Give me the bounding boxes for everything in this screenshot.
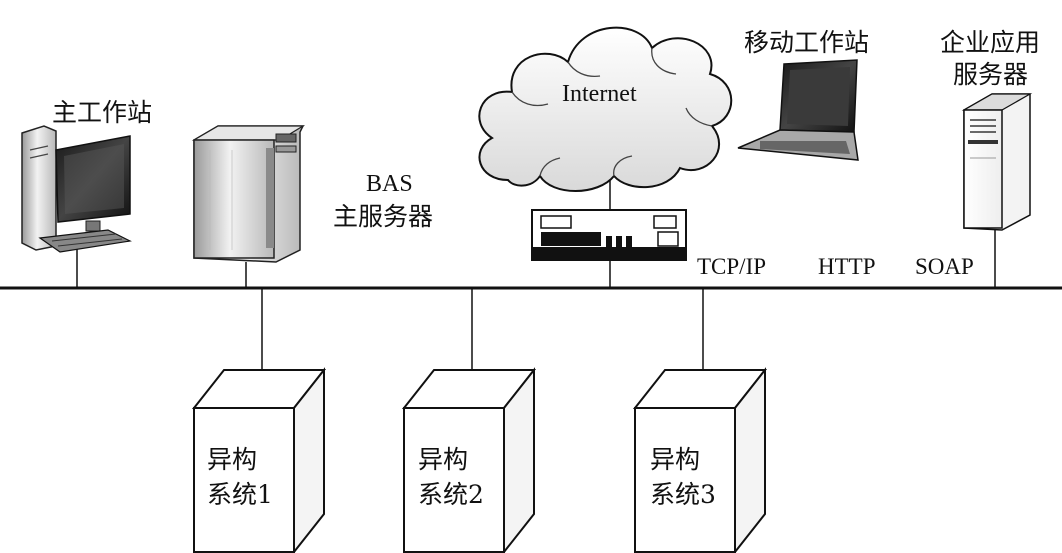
enterprise-server-label-line2: 服务器: [953, 60, 1029, 89]
system-2-label-line1: 异构: [418, 445, 469, 474]
enterprise-server-label-line1: 企业应用: [940, 28, 1041, 57]
bas-server-label-line1: BAS: [366, 171, 413, 197]
heterogeneous-system-3-box: [632, 367, 768, 553]
internet-label: Internet: [562, 81, 637, 107]
heterogeneous-system-1-box: [191, 367, 327, 553]
system-2-label-line2: 系统2: [418, 480, 484, 509]
system-1-label-line2: 系统1: [207, 480, 273, 509]
main-workstation-label: 主工作站: [52, 98, 153, 127]
mobile-workstation-label: 移动工作站: [744, 28, 870, 57]
soap-protocol-label: SOAP: [915, 254, 974, 279]
bas-server-icon: [191, 125, 306, 263]
http-protocol-label: HTTP: [818, 254, 876, 279]
system-3-label-line2: 系统3: [650, 480, 716, 509]
system-3-label-line1: 异构: [650, 445, 701, 474]
enterprise-server-icon: [961, 93, 1033, 231]
internet-cloud-icon: [478, 26, 733, 192]
main-workstation-icon: [21, 125, 132, 253]
bas-server-label-line2: 主服务器: [333, 202, 434, 231]
system-1-label-line1: 异构: [207, 445, 258, 474]
tcpip-protocol-label: TCP/IP: [697, 254, 767, 279]
heterogeneous-system-2-box: [401, 367, 537, 553]
laptop-icon: [737, 59, 859, 161]
router-icon: [531, 209, 687, 261]
